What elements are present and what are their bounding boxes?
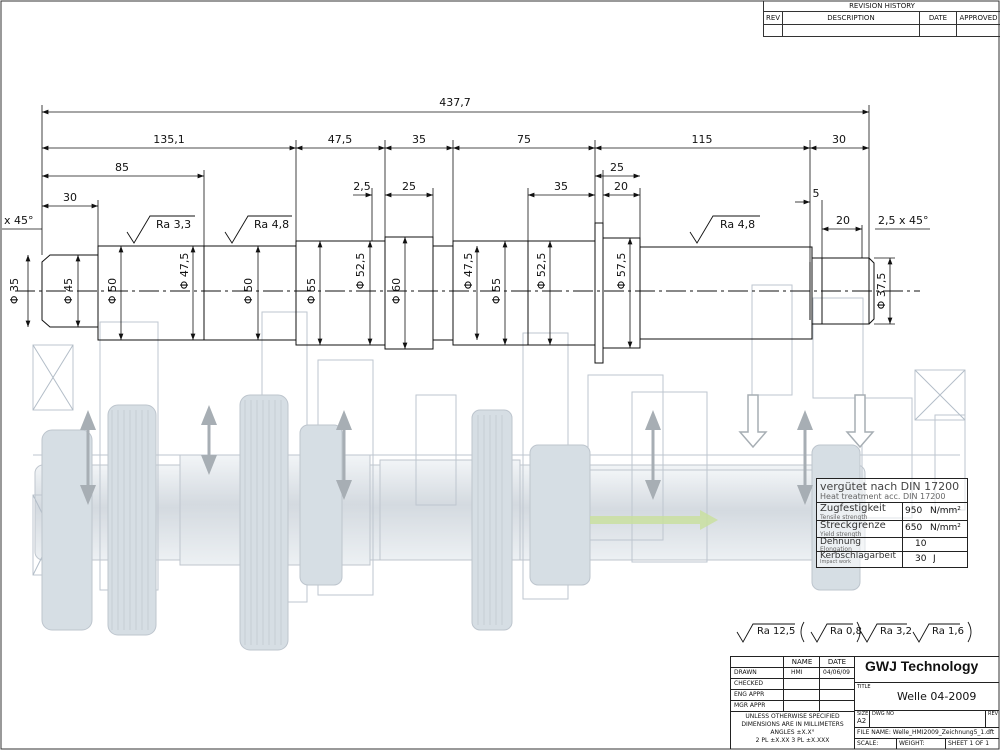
dim-seg-5: 115 bbox=[692, 133, 713, 146]
yield-unit: N/mm² bbox=[930, 523, 961, 533]
eng-appr-label: ENG APPR bbox=[734, 691, 765, 698]
rev-label: REV bbox=[988, 711, 999, 717]
tolerance-line-3: ANGLES ±X.X° bbox=[770, 729, 815, 736]
dim-20b: 20 bbox=[836, 214, 850, 227]
dia-47-5b: Φ 47,5 bbox=[462, 253, 475, 290]
impact-unit: J bbox=[933, 554, 936, 564]
impact-sub: Impact work bbox=[820, 559, 851, 565]
legend-ra-12-5: Ra 12,5 bbox=[757, 626, 795, 637]
dim-30: 30 bbox=[63, 191, 77, 204]
title-label: TITLE bbox=[857, 684, 871, 690]
assembly-ghost-view bbox=[32, 284, 966, 651]
dia-45: Φ 45 bbox=[62, 278, 75, 304]
dimension-lines bbox=[2, 105, 930, 349]
impact-label: Kerbschlagarbeit bbox=[820, 551, 896, 561]
dim-seg-3: 35 bbox=[412, 133, 426, 146]
company-name: GWJ Technology bbox=[865, 658, 979, 674]
elongation-label: Dehnung bbox=[820, 537, 861, 547]
tolerance-line-4: 2 PL ±X.XX 3 PL ±X.XXX bbox=[755, 737, 830, 744]
drawn-date: 04/06/09 bbox=[823, 669, 850, 676]
legend-ra-3-2: Ra 3,2 bbox=[880, 626, 912, 637]
description-header: DESCRIPTION bbox=[783, 12, 920, 25]
tensile-sub: Tensile strength bbox=[820, 514, 868, 521]
dim-seg-4: 75 bbox=[517, 133, 531, 146]
legend-ra-0-8: Ra 0,8 bbox=[830, 626, 862, 637]
dia-35: Φ 35 bbox=[8, 278, 21, 304]
revision-history-table: REVISION HISTORY REV DESCRIPTION DATE AP… bbox=[763, 1, 1000, 37]
dia-50b: Φ 50 bbox=[242, 278, 255, 304]
dwg-no-label: DWG NO bbox=[872, 711, 894, 717]
file-name: FILE NAME: Welle_HMI2009_Zeichnung5_1.df… bbox=[857, 729, 995, 736]
tolerance-line-1: UNLESS OTHERWISE SPECIFIED bbox=[745, 713, 840, 720]
roughness-label-1: Ra 3,3 bbox=[156, 218, 191, 231]
dim-2-5: 2,5 bbox=[353, 180, 371, 193]
tolerance-line-2: DIMENSIONS ARE IN MILLIMETERS bbox=[741, 721, 844, 728]
dim-85: 85 bbox=[115, 161, 129, 174]
material-table-header: vergütet nach DIN 17200 bbox=[820, 480, 960, 493]
scale-label: SCALE: bbox=[857, 740, 879, 747]
roughness-legend: Ra 12,5 Ra 0,8 Ra 3,2 Ra 1,6 bbox=[736, 621, 972, 643]
dia-47-5a: Φ 47,5 bbox=[178, 253, 191, 290]
dia-50a: Φ 50 bbox=[106, 278, 119, 304]
sheet-number: SHEET 1 OF 1 bbox=[948, 740, 990, 747]
material-table-subheader: Heat treatment acc. DIN 17200 bbox=[820, 492, 946, 501]
title-block: NAME DATE DRAWN HMI 04/06/09 CHECKED ENG… bbox=[730, 656, 999, 749]
dia-52-5a: Φ 52,5 bbox=[354, 253, 367, 290]
yield-sub: Yield strength bbox=[820, 531, 862, 538]
drawn-label: DRAWN bbox=[734, 669, 757, 676]
mgr-appr-label: MGR APPR bbox=[734, 702, 766, 709]
roughness-symbol-3 bbox=[689, 215, 760, 244]
size-value: A2 bbox=[857, 717, 867, 725]
dim-chamfer-right: 2,5 x 45° bbox=[878, 214, 929, 227]
dim-25a: 25 bbox=[402, 180, 416, 193]
dim-chamfer-left: x 45° bbox=[4, 214, 34, 227]
shaft-profile bbox=[15, 222, 920, 364]
dia-55b: Φ 55 bbox=[490, 278, 503, 304]
dia-55a: Φ 55 bbox=[305, 278, 318, 304]
dim-20a: 20 bbox=[614, 180, 628, 193]
legend-ra-1-6: Ra 1,6 bbox=[932, 626, 964, 637]
roughness-label-2: Ra 4,8 bbox=[254, 218, 289, 231]
dim-35b: 35 bbox=[554, 180, 568, 193]
roughness-symbol-1 bbox=[126, 215, 195, 244]
date-header: DATE bbox=[920, 12, 957, 25]
dim-seg-2: 47,5 bbox=[328, 133, 353, 146]
surface-marks bbox=[126, 215, 760, 244]
date-col-header: DATE bbox=[827, 658, 847, 666]
size-label: SIZE bbox=[857, 711, 869, 717]
dim-seg-6: 30 bbox=[832, 133, 846, 146]
checked-label: CHECKED bbox=[734, 680, 764, 687]
dim-25b: 25 bbox=[610, 161, 624, 174]
dia-57-5: Φ 57,5 bbox=[615, 253, 628, 290]
dia-60: Φ 60 bbox=[390, 278, 403, 304]
roughness-symbol-2 bbox=[224, 215, 292, 244]
weight-label: WEIGHT: bbox=[899, 740, 925, 747]
dim-5: 5 bbox=[813, 187, 820, 200]
dimension-texts: 437,7 135,1 47,5 35 75 115 30 85 30 2,5 … bbox=[4, 96, 929, 309]
material-properties-table: vergütet nach DIN 17200 Heat treatment a… bbox=[816, 478, 968, 568]
yield-label: Streckgrenze bbox=[820, 520, 886, 531]
drawing-title: Welle 04-2009 bbox=[897, 690, 977, 703]
tensile-value: 950 bbox=[905, 506, 923, 516]
revision-history-title: REVISION HISTORY bbox=[764, 1, 1000, 12]
tensile-unit: N/mm² bbox=[930, 506, 961, 516]
impact-value: 30 bbox=[915, 554, 927, 564]
elongation-sub: Elongation bbox=[820, 546, 852, 553]
tensile-label: Zugfestigkeit bbox=[820, 503, 886, 514]
name-col-header: NAME bbox=[791, 658, 813, 666]
dia-52-5b: Φ 52,5 bbox=[535, 253, 548, 290]
elongation-value: 10 bbox=[915, 539, 927, 549]
yield-value: 650 bbox=[905, 523, 923, 533]
drawn-name: HMI bbox=[791, 669, 803, 676]
approved-header: APPROVED bbox=[957, 12, 1000, 25]
dim-seg-1: 135,1 bbox=[153, 133, 185, 146]
dia-37-5: Φ 37,5 bbox=[875, 273, 888, 310]
roughness-label-3: Ra 4,8 bbox=[720, 218, 755, 231]
rev-header: REV bbox=[764, 12, 783, 25]
dim-overall: 437,7 bbox=[439, 96, 471, 109]
